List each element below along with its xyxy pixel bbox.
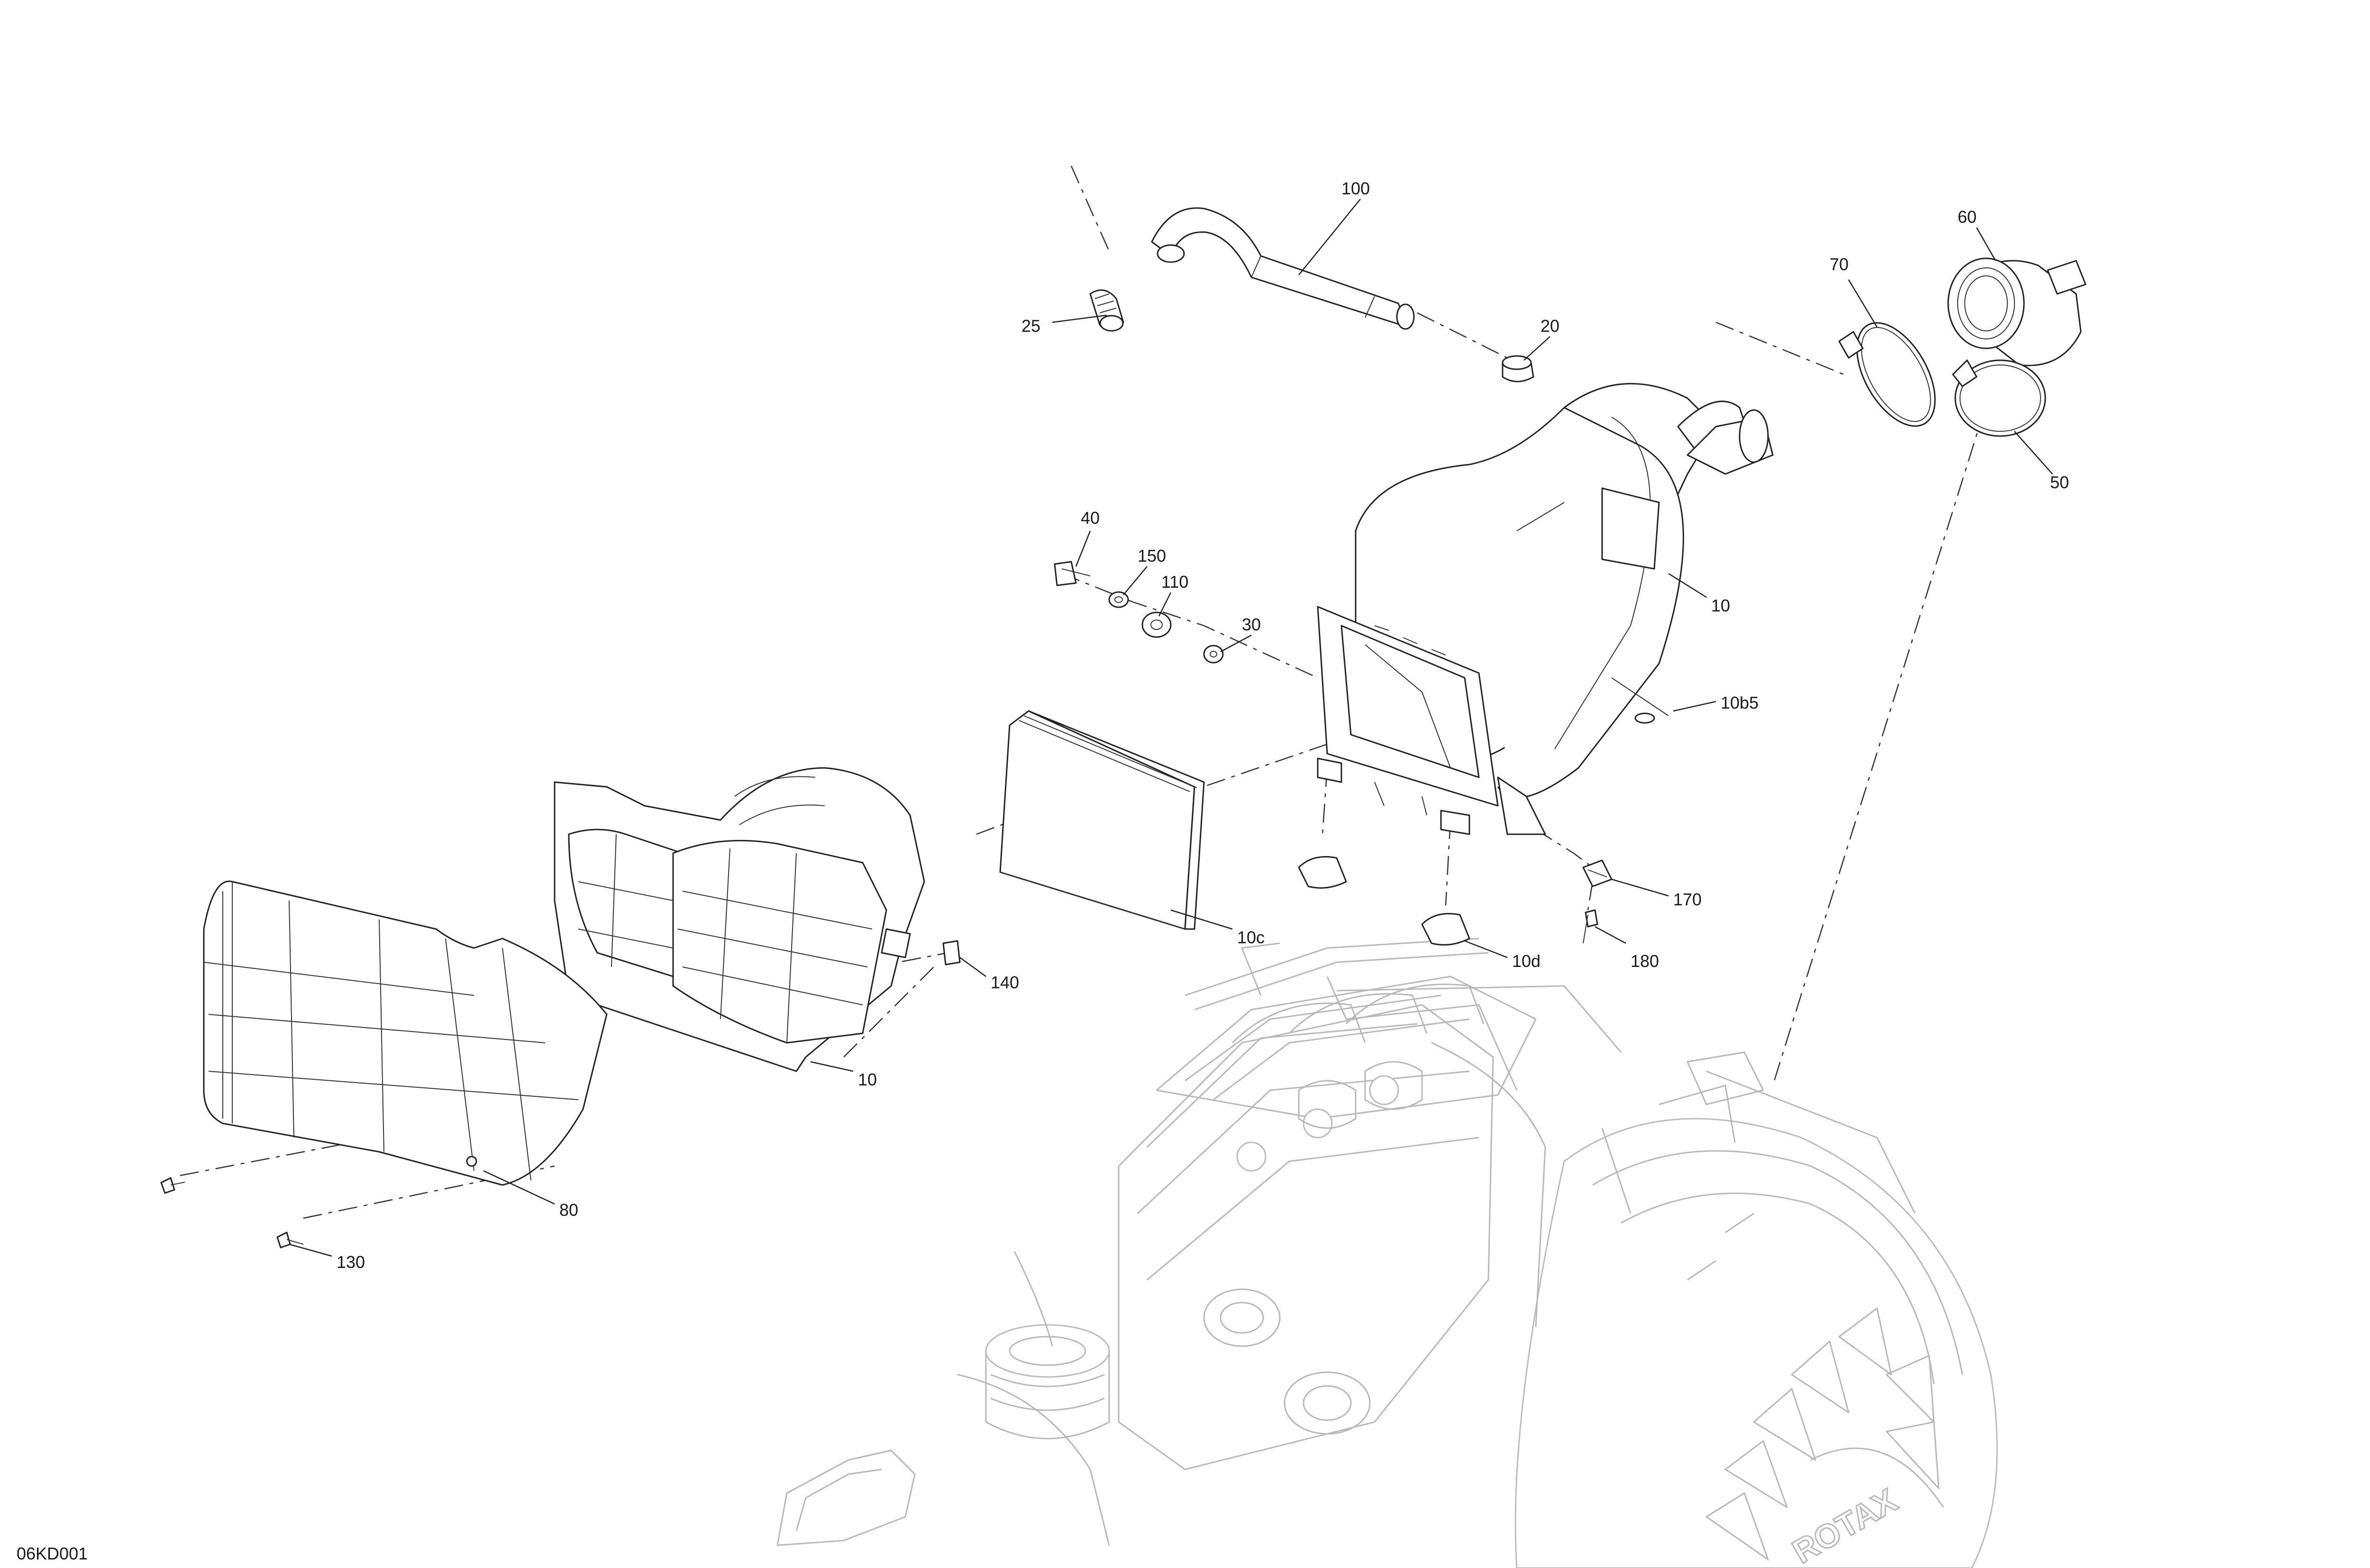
engine-assembly-ghost: ROTAX [776, 938, 1998, 1568]
callout-60: 60 [1958, 207, 1977, 227]
part-10c-air-filter-element [999, 710, 1205, 930]
callout-180: 180 [1631, 951, 1659, 971]
leader-lines [289, 199, 2053, 1257]
part-140-clip [942, 940, 961, 966]
callout-10d: 10d [1512, 951, 1540, 971]
part-20-fitting [1502, 355, 1534, 383]
part-10-lower-housing [554, 767, 925, 1072]
callout-25: 25 [1021, 316, 1040, 336]
callout-labels: 100 25 20 70 60 50 40 150 110 30 10 10b5… [337, 179, 2069, 1272]
callout-10b5: 10b5 [1721, 693, 1759, 712]
callout-30: 30 [1242, 615, 1261, 634]
callout-20: 20 [1540, 316, 1559, 336]
part-80-filter-cover [203, 880, 608, 1186]
callout-80: 80 [559, 1200, 578, 1220]
callout-170: 170 [1673, 890, 1702, 909]
part-180-screw [1583, 909, 1598, 944]
part-110-grommet [1141, 611, 1172, 638]
callout-10-lower: 10 [858, 1070, 877, 1089]
part-150-washer [1108, 591, 1129, 608]
callout-100: 100 [1341, 179, 1370, 198]
part-70-clamp-ring [1838, 322, 1936, 427]
part-30-nut [1203, 645, 1224, 664]
callout-110: 110 [1161, 572, 1188, 592]
callout-10c: 10c [1237, 928, 1265, 947]
callout-130: 130 [337, 1252, 365, 1272]
callout-40: 40 [1081, 508, 1100, 528]
callout-50: 50 [2050, 473, 2069, 492]
drawing-code: 06KD001 [17, 1544, 88, 1563]
part-100-breather-hose [1151, 207, 1415, 330]
part-50-clamp-ring [1952, 359, 2046, 437]
callout-140: 140 [991, 973, 1019, 992]
part-10-air-filter-housing [1317, 383, 1774, 835]
callout-10-housing: 10 [1711, 596, 1730, 615]
callout-70: 70 [1830, 255, 1849, 274]
part-10d-clips [1298, 856, 1470, 946]
part-40-screw [1054, 561, 1091, 586]
part-130-screw [276, 1231, 304, 1249]
part-60-throttle-adapter [1947, 257, 2087, 366]
loose-screw [160, 1177, 185, 1194]
part-25-hose-clamp [1089, 289, 1124, 332]
callout-150: 150 [1138, 546, 1166, 565]
